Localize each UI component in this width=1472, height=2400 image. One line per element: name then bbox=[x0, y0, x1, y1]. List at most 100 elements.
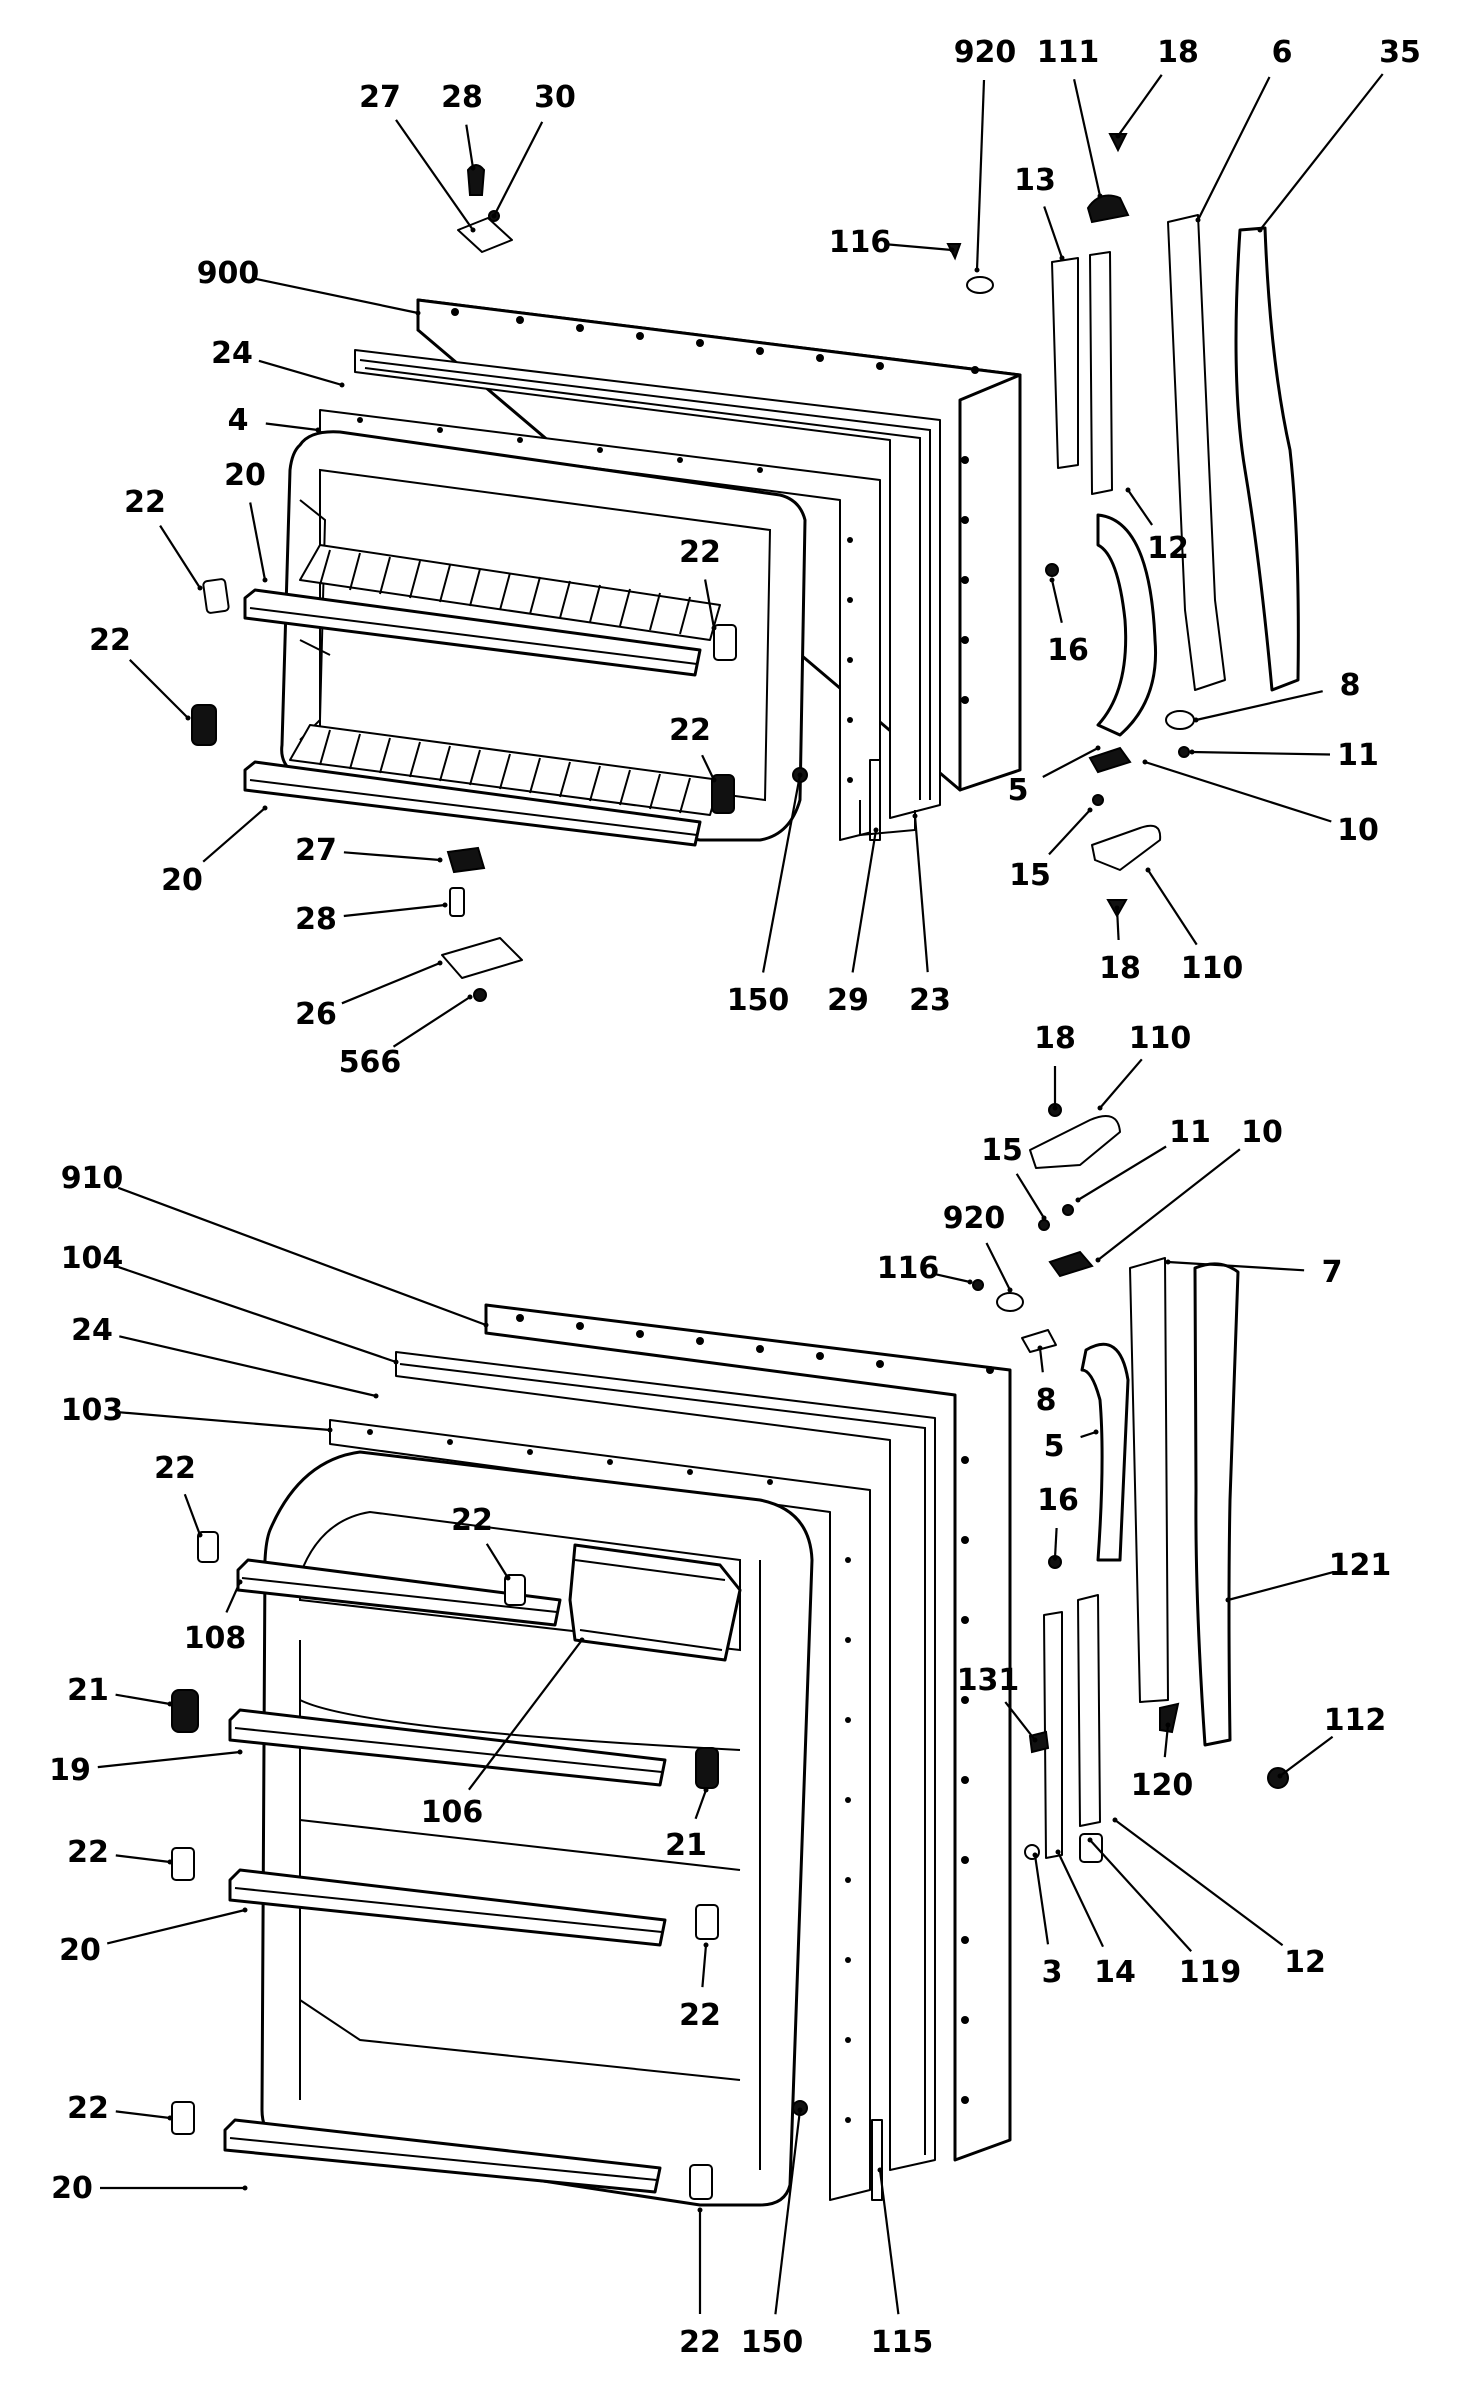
leader-tip-22-h bbox=[703, 1942, 709, 1948]
leader-tip-22-g bbox=[167, 1859, 173, 1865]
part-label-116-top: 116 bbox=[829, 225, 892, 260]
leader-line-104 bbox=[118, 1266, 397, 1364]
part-label-22-j: 22 bbox=[679, 2325, 721, 2360]
lower-door-assembly bbox=[171, 1303, 1012, 2207]
part-label-5-top: 5 bbox=[1008, 773, 1029, 808]
leader-tip-10-top bbox=[1142, 759, 1148, 765]
part-label-108: 108 bbox=[184, 1621, 247, 1656]
part-label-11-top: 11 bbox=[1337, 738, 1379, 773]
leader-line-11-low bbox=[1077, 1145, 1167, 1201]
leader-tip-21-a bbox=[167, 1701, 173, 1707]
part-label-910: 910 bbox=[61, 1161, 124, 1196]
leader-line-22-h bbox=[701, 1944, 708, 1988]
part-label-14: 14 bbox=[1094, 1955, 1136, 1990]
endcap-119 bbox=[1079, 1833, 1103, 1863]
leader-line-110-low bbox=[1099, 1058, 1143, 1109]
part-label-6: 6 bbox=[1272, 35, 1293, 70]
screw-11-top bbox=[1178, 746, 1190, 758]
part-label-111: 111 bbox=[1037, 35, 1100, 70]
leader-line-920-top bbox=[975, 79, 986, 271]
leader-tip-111 bbox=[1097, 193, 1103, 199]
leader-tip-16-top bbox=[1049, 577, 1055, 583]
leader-tip-29 bbox=[873, 827, 879, 833]
strip-115 bbox=[871, 2119, 883, 2201]
part-label-16-top: 16 bbox=[1047, 633, 1089, 668]
endcap-110-top bbox=[1091, 824, 1162, 871]
leader-tip-16-low bbox=[1052, 1555, 1058, 1561]
trim-14 bbox=[1043, 1611, 1063, 1859]
breaker-frame-lower bbox=[329, 1419, 871, 2201]
leader-line-22-g bbox=[115, 1854, 171, 1864]
leader-line-103 bbox=[119, 1411, 331, 1432]
leader-tip-24-low bbox=[373, 1393, 379, 1399]
leader-line-150-top bbox=[762, 774, 802, 973]
part-label-121: 121 bbox=[1329, 1548, 1392, 1583]
leader-line-920-low bbox=[985, 1242, 1011, 1291]
leader-line-18-top bbox=[1117, 74, 1163, 137]
leader-line-12-top bbox=[1127, 489, 1154, 526]
upper-door-assembly bbox=[191, 164, 1022, 1002]
plug-920-top bbox=[966, 276, 994, 294]
shelf-bar-20-b bbox=[243, 760, 702, 847]
leader-tip-22-c bbox=[711, 625, 717, 631]
leader-line-35 bbox=[1259, 73, 1384, 231]
hinge-111 bbox=[1086, 194, 1130, 224]
leader-line-11-top bbox=[1191, 750, 1331, 756]
part-label-8-top: 8 bbox=[1340, 668, 1361, 703]
leader-tip-8-low bbox=[1037, 1345, 1043, 1351]
leader-tip-20-d bbox=[242, 2185, 248, 2191]
part-label-21-a: 21 bbox=[67, 1673, 109, 1708]
leader-tip-115 bbox=[877, 2167, 883, 2173]
part-label-13: 13 bbox=[1014, 163, 1056, 198]
door-gasket-lower bbox=[395, 1351, 936, 2171]
leader-tip-12-top bbox=[1125, 487, 1131, 493]
leader-line-20-c bbox=[106, 1908, 246, 1945]
upper-handle-assembly bbox=[946, 133, 1300, 919]
part-label-18-mid: 18 bbox=[1099, 951, 1141, 986]
leader-tip-35 bbox=[1257, 227, 1263, 233]
part-label-20-c: 20 bbox=[59, 1933, 101, 1968]
part-label-3: 3 bbox=[1042, 1955, 1063, 1990]
leader-tip-24-top bbox=[339, 382, 345, 388]
screw-11-low bbox=[1062, 1204, 1074, 1216]
clip-131 bbox=[1028, 1730, 1050, 1754]
part-label-920-top: 920 bbox=[954, 35, 1017, 70]
leader-tip-23 bbox=[912, 813, 918, 819]
leader-tip-116-low bbox=[967, 1279, 973, 1285]
leader-line-7 bbox=[1167, 1260, 1305, 1272]
part-label-22-b: 22 bbox=[89, 623, 131, 658]
screw-116-low bbox=[972, 1279, 984, 1291]
leader-line-112 bbox=[1279, 1735, 1334, 1777]
leader-line-22-c bbox=[704, 579, 716, 629]
leader-tip-106 bbox=[579, 1637, 585, 1643]
leader-line-5-top bbox=[1042, 747, 1099, 778]
shelf-bar-19 bbox=[228, 1708, 667, 1787]
shelf-clip-22-i bbox=[171, 2101, 195, 2135]
leader-line-116-top bbox=[887, 243, 953, 252]
leader-line-106 bbox=[468, 1639, 583, 1791]
leader-line-566 bbox=[392, 996, 471, 1048]
shelf-clip-22-j bbox=[689, 2164, 713, 2200]
door-gasket-upper bbox=[354, 349, 941, 819]
trim-12-top bbox=[1089, 251, 1113, 495]
leader-tip-15-top bbox=[1087, 807, 1093, 813]
leader-tip-22-j bbox=[697, 2207, 703, 2213]
part-label-10-low: 10 bbox=[1241, 1115, 1283, 1150]
part-label-20-a: 20 bbox=[224, 458, 266, 493]
leader-line-8-top bbox=[1195, 690, 1323, 722]
outer-door-panel-lower bbox=[484, 1303, 1012, 2162]
part-label-106: 106 bbox=[421, 1795, 484, 1830]
leader-tip-22-d bbox=[711, 777, 717, 783]
part-label-11-low: 11 bbox=[1169, 1115, 1211, 1150]
leader-line-15-top bbox=[1048, 809, 1091, 856]
part-label-27-top: 27 bbox=[359, 80, 401, 115]
leader-tip-566 bbox=[467, 994, 473, 1000]
part-label-4: 4 bbox=[228, 403, 249, 438]
leader-line-900 bbox=[255, 277, 419, 315]
hinge-bracket-27-top bbox=[457, 217, 513, 253]
leader-line-22-f bbox=[485, 1543, 509, 1579]
leader-tip-110-low bbox=[1097, 1105, 1103, 1111]
lower-handle-assembly bbox=[972, 1103, 1289, 1863]
leader-tip-27-top bbox=[470, 227, 476, 233]
